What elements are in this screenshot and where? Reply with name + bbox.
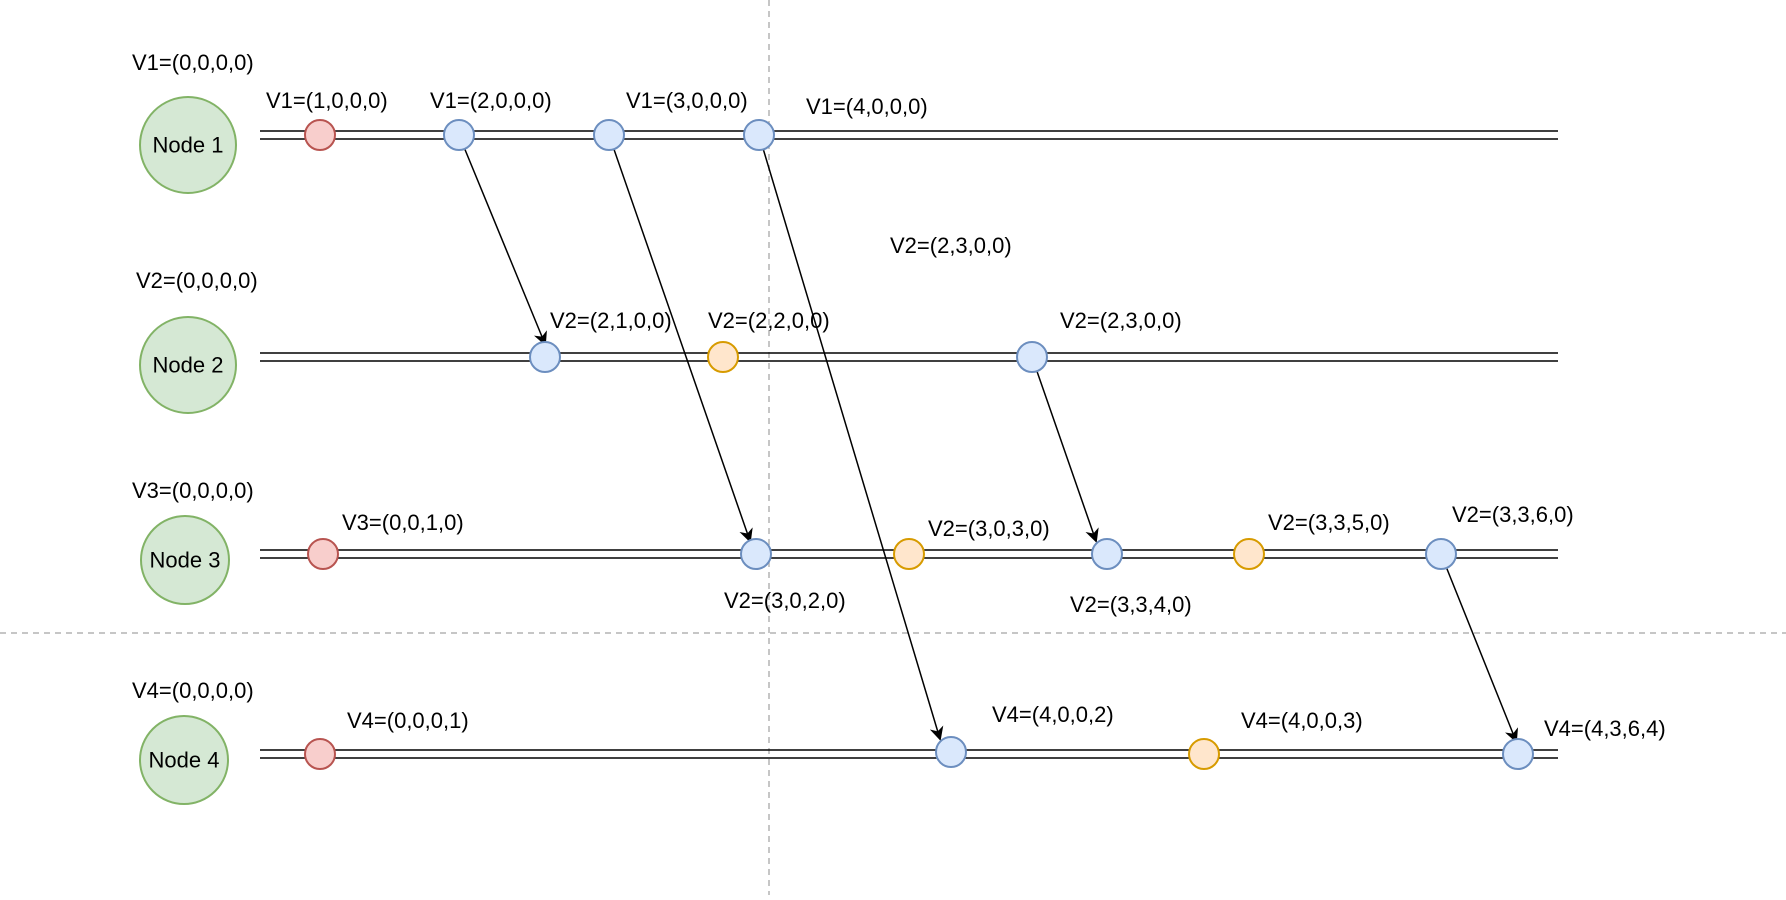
node-3-circle	[140, 515, 230, 605]
node-2-event-2-label: V2=(2,2,0,0)	[708, 308, 830, 333]
node-4-event-1-label: V4=(0,0,0,1)	[347, 708, 469, 733]
node-2: Node 2	[139, 316, 237, 414]
node-1-event-1	[304, 119, 336, 151]
node-2-circle	[139, 316, 237, 414]
node-4-event-2-label: V4=(4,0,0,2)	[992, 702, 1114, 727]
node-3-event-2	[740, 538, 772, 570]
node-4-initial-vector: V4=(0,0,0,0)	[132, 678, 254, 703]
node-2-event-2	[707, 341, 739, 373]
message-arrow-n2-e3-to-n3-e4	[1031, 356, 1099, 543]
node-2-initial-vector: V2=(0,0,0,0)	[136, 268, 258, 293]
node-3-event-3	[893, 538, 925, 570]
node-2-event-3	[1016, 341, 1048, 373]
node-4-event-3	[1188, 738, 1220, 770]
node-3-event-6	[1425, 538, 1457, 570]
node-1-event-4-label: V1=(4,0,0,0)	[806, 94, 928, 119]
timeline-node-2	[260, 352, 1558, 362]
node-4-circle	[139, 715, 229, 805]
node-3-event-3-label: V2=(3,0,3,0)	[928, 516, 1050, 541]
message-arrow-n3-e6-to-n4-e4	[1440, 553, 1519, 743]
node-3-event-5	[1233, 538, 1265, 570]
message-arrow-n1-e3-to-n3-e2	[608, 134, 753, 543]
node-4-label: Node 4	[149, 748, 220, 773]
node-4-event-3-label: V4=(4,0,0,3)	[1241, 708, 1363, 733]
node-3-event-1-label: V3=(0,0,1,0)	[342, 510, 464, 535]
node-1-event-2	[443, 119, 475, 151]
node-1-event-3	[593, 119, 625, 151]
node-3-event-2-label: V2=(3,0,2,0)	[724, 588, 846, 613]
timeline-node-1	[260, 130, 1558, 140]
node-1-event-4	[743, 119, 775, 151]
node-1-initial-vector: V1=(0,0,0,0)	[132, 50, 254, 75]
node-1-event-2-label: V1=(2,0,0,0)	[430, 88, 552, 113]
message-arrow-n1-e4-to-n4-e2	[758, 134, 944, 741]
timeline-node-4	[260, 749, 1558, 759]
node-4-event-4	[1502, 738, 1534, 770]
node-2-event-1-label: V2=(2,1,0,0)	[550, 308, 672, 333]
message-arrow-n1-e2-to-n2-e1	[458, 134, 547, 346]
node-3-event-4-label: V2=(3,3,4,0)	[1070, 592, 1192, 617]
node-3: Node 3	[140, 515, 230, 605]
node-2-event-1	[529, 341, 561, 373]
node-1: Node 1	[139, 96, 237, 194]
node-4-event-1	[304, 738, 336, 770]
node-4: Node 4	[139, 715, 229, 805]
node-1-event-3-label: V1=(3,0,0,0)	[626, 88, 748, 113]
node-4-event-2	[935, 736, 967, 768]
node-1-event-1-label: V1=(1,0,0,0)	[266, 88, 388, 113]
node-3-event-5-label: V2=(3,3,5,0)	[1268, 510, 1390, 535]
node-2-floating-vector-label: V2=(2,3,0,0)	[890, 233, 1012, 258]
node-1-circle	[139, 96, 237, 194]
node-1-label: Node 1	[153, 133, 224, 158]
node-3-initial-vector: V3=(0,0,0,0)	[132, 478, 254, 503]
node-3-label: Node 3	[150, 548, 221, 573]
node-3-event-6-label: V2=(3,3,6,0)	[1452, 502, 1574, 527]
node-4-event-4-label: V4=(4,3,6,4)	[1544, 716, 1666, 741]
node-3-event-4	[1091, 538, 1123, 570]
node-2-event-3-label: V2=(2,3,0,0)	[1060, 308, 1182, 333]
node-2-label: Node 2	[153, 353, 224, 378]
node-3-event-1	[307, 538, 339, 570]
